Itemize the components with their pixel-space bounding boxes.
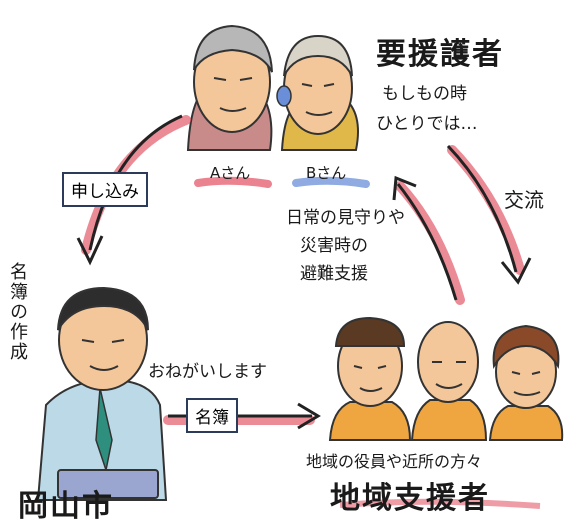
city-side-label: 名簿の作成 [7,262,28,362]
city-official-illustration [36,286,168,501]
supporters-caption: 地域の役員や近所の方々 [306,452,483,471]
exchange-label: 交流 [504,188,544,212]
watch-label-line2: 災害時の [300,236,368,256]
person-b-label: Bさん [306,164,347,182]
apply-label: 申し込み [62,172,148,207]
handover-caption: おねがいします [148,362,267,382]
watch-label-line3: 避難支援 [300,264,368,284]
city-title: 岡山市 [18,489,114,524]
exchange-arrow [446,144,532,285]
supporters-illustration [328,316,564,441]
supporters-title: 地域支援者 [330,481,490,516]
handover-label: 名簿 [186,398,238,433]
recipients-subtitle-line2: ひとりでは… [376,114,478,134]
watch-arrow [392,175,465,305]
watch-label-line1: 日常の見守りや [286,208,405,228]
person-a-label: Aさん [210,164,251,182]
apply-arrow [76,114,191,266]
recipients-subtitle-line1: もしもの時 [382,84,467,104]
elderly-couple-illustration [186,24,359,151]
recipients-title: 要援護者 [376,37,504,72]
